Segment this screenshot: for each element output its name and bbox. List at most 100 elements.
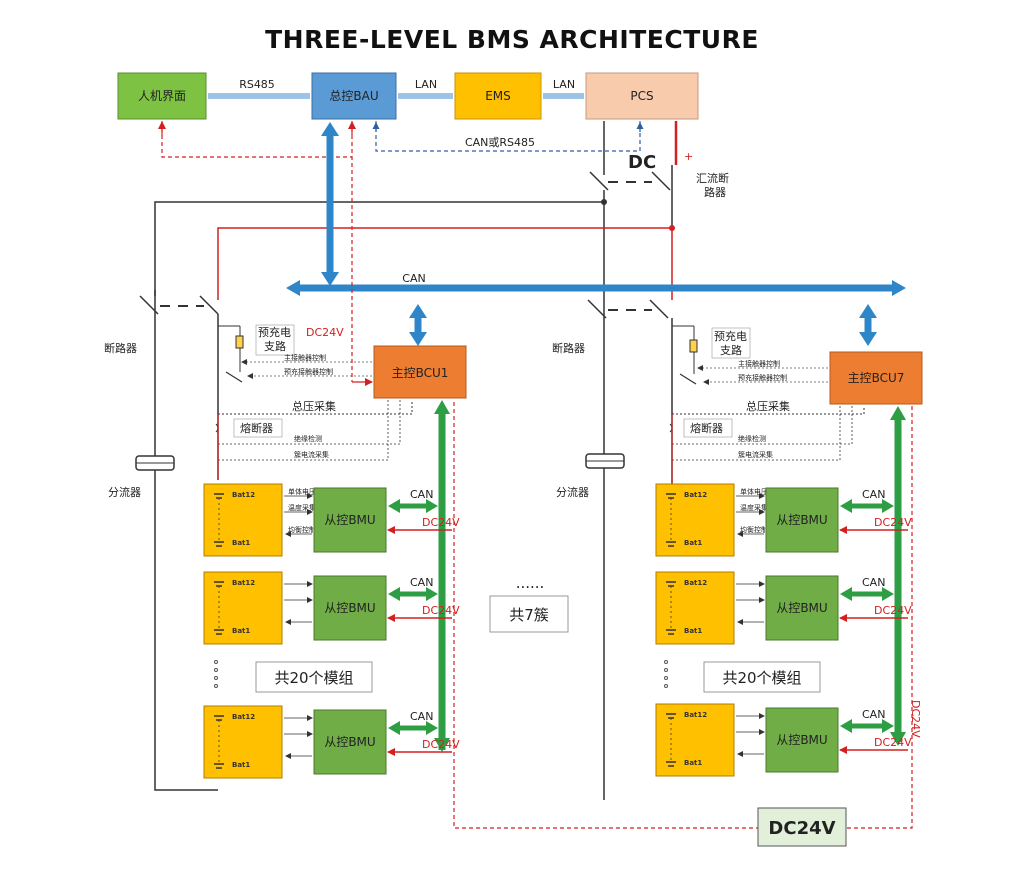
- left-precharge-label-2: 支路: [264, 340, 286, 353]
- right-module-count: 共20个模组: [722, 669, 801, 687]
- bcu1-label: 主控BCU1: [392, 366, 449, 380]
- bmu-label: 从控BMU: [324, 735, 375, 749]
- pcs-label: PCS: [630, 89, 653, 103]
- left-module-count-box: [255, 661, 373, 693]
- signal-label: 温度采集: [288, 503, 316, 512]
- cell-bottom-label: Bat1: [232, 539, 250, 547]
- bmu-can-label: CAN: [862, 488, 885, 501]
- modules-layer: Bat12Bat1单体电压温度采集均衡控制从控BMUCANDC24VBat12B…: [203, 483, 912, 779]
- left-current-label: 簇电流采集: [294, 450, 329, 459]
- right-insulation-label: 绝缘检测: [738, 434, 766, 443]
- bmu-label: 从控BMU: [776, 733, 827, 747]
- bmu-dc24v-label: DC24V: [422, 516, 460, 529]
- right-current-label: 簇电流采集: [738, 450, 773, 459]
- bmu-dc24v-label: DC24V: [422, 738, 460, 751]
- bmu-box: [313, 575, 387, 641]
- bmu-label: 从控BMU: [324, 601, 375, 615]
- bmu-label: 从控BMU: [776, 513, 827, 527]
- bmu-can-label: CAN: [410, 576, 433, 589]
- bmu-dc24v-label: DC24V: [874, 604, 912, 617]
- bmu-box: [313, 487, 387, 553]
- hmi-label: 人机界面: [138, 89, 186, 103]
- signal-label: 单体电压: [288, 487, 316, 496]
- bau-label: 总控BAU: [329, 89, 378, 103]
- combiner-breaker-label: 汇流断: [696, 171, 729, 185]
- left-module-count: 共20个模组: [274, 669, 353, 687]
- right-dc24v-vertical: DC24V: [909, 700, 922, 738]
- signal-label: 均衡控制: [288, 525, 316, 534]
- right-precharge-ctrl: 预充接触器控制: [738, 373, 787, 382]
- bmu-box: [765, 575, 839, 641]
- left-total-voltage-label: 总压采集: [292, 399, 336, 413]
- signal-label: 温度采集: [740, 503, 768, 512]
- bmu-dc24v-label: DC24V: [874, 736, 912, 749]
- hmi-power-line: [161, 121, 352, 158]
- lan-label-2: LAN: [553, 78, 575, 91]
- can-bus-label: CAN: [402, 272, 425, 285]
- cell-top-label: Bat12: [232, 491, 255, 499]
- cell-bottom-label: Bat1: [232, 627, 250, 635]
- clusters-label: 共7簇: [509, 606, 549, 624]
- bcu1-box: [373, 345, 467, 399]
- hmi-box: 人机界面: [117, 72, 207, 120]
- right-precharge-label-2: 支路: [720, 344, 742, 357]
- cell-bottom-label: Bat1: [684, 539, 702, 547]
- bcu7-label: 主控BCU7: [848, 371, 905, 385]
- bmu-can-label: CAN: [410, 710, 433, 723]
- cell-bottom-label: Bat1: [684, 759, 702, 767]
- positive-bus: [217, 227, 672, 300]
- cell-top-label: Bat12: [232, 713, 255, 721]
- ems-label: EMS: [485, 89, 511, 103]
- bmu-can-label: CAN: [862, 708, 885, 721]
- can-rs485-line: [375, 121, 641, 152]
- right-main-relay-ctrl: 主接触器控制: [738, 359, 780, 368]
- right-module-count-box: [703, 661, 821, 693]
- rs485-label: RS485: [239, 78, 275, 91]
- ems-box: EMS: [454, 72, 542, 120]
- bau-box: 总控BAU: [311, 72, 397, 120]
- signal-label: 均衡控制: [740, 525, 768, 534]
- clusters-box: [489, 595, 569, 633]
- cell-top-label: Bat12: [684, 579, 707, 587]
- left-main-relay-ctrl: 主接触器控制: [284, 353, 326, 362]
- lan-label-1: LAN: [415, 78, 437, 91]
- bmu-dc24v-label: DC24V: [874, 516, 912, 529]
- bmu-box: [765, 487, 839, 553]
- bmu-label: 从控BMU: [776, 601, 827, 615]
- cell-top-label: Bat12: [684, 491, 707, 499]
- cell-bottom-label: Bat1: [684, 627, 702, 635]
- dc24v-supply-box: [757, 807, 847, 847]
- middle-dots: ......: [516, 574, 545, 592]
- dc-label: DC: [628, 152, 656, 173]
- right-fuse-label: 熔断器: [690, 421, 723, 435]
- bmu-box: [313, 709, 387, 775]
- right-precharge-label: 预充电: [714, 329, 747, 343]
- bcu7-box: [829, 351, 923, 405]
- left-insulation-label: 绝缘检测: [294, 434, 322, 443]
- right-breaker-label: 断路器: [552, 341, 585, 355]
- cell-bottom-label: Bat1: [232, 761, 250, 769]
- signal-label: 单体电压: [740, 487, 768, 496]
- left-cluster: 断路器 预充电 支路 DC24V 主控BCU1 主接触器控制 预充接触器控制 总…: [104, 290, 760, 829]
- dc24v-supply-label: DC24V: [768, 818, 835, 839]
- combiner-breaker-label-2: 路器: [704, 186, 726, 199]
- diagram-title: THREE-LEVEL BMS ARCHITECTURE: [265, 25, 759, 54]
- right-total-voltage-label: 总压采集: [746, 399, 790, 413]
- left-precharge-ctrl: 预充接触器控制: [284, 367, 333, 376]
- bmu-label: 从控BMU: [324, 513, 375, 527]
- left-shunt-label: 分流器: [108, 485, 141, 499]
- negative-bus-left: [154, 201, 604, 791]
- bmu-can-label: CAN: [410, 488, 433, 501]
- left-precharge-label: 预充电: [258, 325, 291, 339]
- left-breaker-label: 断路器: [104, 341, 137, 355]
- plus-sign: +: [684, 150, 693, 163]
- can-rs485-label: CAN或RS485: [465, 136, 535, 149]
- left-dc24v-label: DC24V: [306, 326, 344, 339]
